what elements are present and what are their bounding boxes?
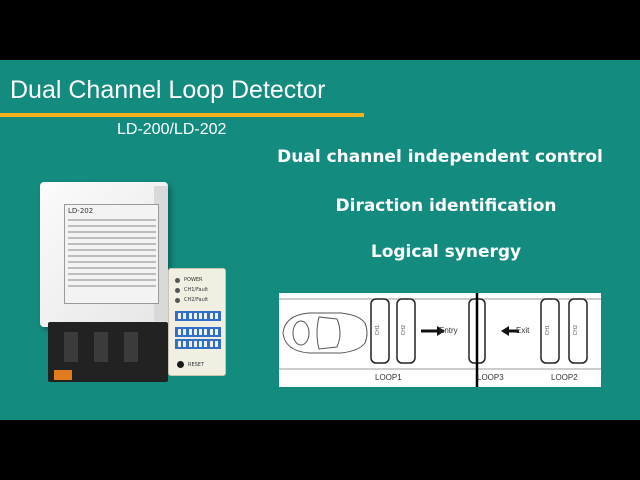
loop-diagram-svg [279, 293, 601, 387]
device-label-title: LD-202 [68, 207, 94, 215]
led-row-power: POWER [175, 277, 203, 283]
led-icon [175, 287, 180, 293]
reset-button-icon [177, 361, 184, 368]
base-rib [64, 332, 78, 362]
orange-terminal [54, 370, 72, 380]
device-label: LD-202 [64, 204, 159, 304]
feature-1: Dual channel independent control [277, 147, 603, 167]
device-label-lines [68, 219, 156, 291]
reset-row: RESET [177, 361, 204, 368]
loop-diagram: CH1 CH2 CH1 CH2 Entry Exit LOOP1 LOOP3 L… [279, 293, 601, 387]
car-icon [282, 312, 368, 354]
led-label: CH1/Fault [184, 287, 209, 293]
led-row-ch2: CH2/Fault [175, 297, 208, 303]
entry-label: Entry [439, 326, 458, 335]
exit-arrow-head [501, 326, 509, 336]
loop3-label: LOOP3 [477, 373, 504, 382]
led-icon [175, 297, 180, 303]
loop-detector-device-image: LD-202 POWER CH1/Fault CH2/Fault [34, 182, 234, 392]
slide: Dual Channel Loop Detector LD-200/LD-202… [0, 60, 640, 420]
led-label: POWER [184, 277, 203, 283]
base-rib [124, 332, 138, 362]
led-label: CH2/Fault [184, 297, 209, 303]
dip-switch-bank [175, 339, 221, 349]
led-icon [175, 277, 180, 283]
channel-label: CH2 [573, 324, 580, 336]
feature-2: Diraction identification [335, 196, 557, 216]
dip-switch-bank [175, 311, 221, 321]
loop1-label: LOOP1 [375, 373, 402, 382]
channel-label: CH2 [401, 324, 408, 336]
entry-arrow-head [437, 326, 445, 336]
loop2-coil-b [568, 298, 588, 364]
channel-label: CH1 [545, 324, 552, 336]
base-rib [94, 332, 108, 362]
feature-3: Logical synergy [370, 242, 522, 262]
model-number: LD-200/LD-202 [117, 121, 227, 138]
loop1-coil-b [396, 298, 416, 364]
loop1-coil-a [370, 298, 390, 364]
dip-switch-bank [175, 327, 221, 337]
channel-label: CH1 [375, 324, 382, 336]
title-underline [0, 113, 364, 117]
loop2-label: LOOP2 [551, 373, 578, 382]
device-front-panel: POWER CH1/Fault CH2/Fault RESET [168, 268, 226, 376]
loop2-coil-a [540, 298, 560, 364]
reset-label: RESET [188, 361, 205, 368]
exit-label: Exit [516, 326, 530, 335]
slide-title: Dual Channel Loop Detector [10, 76, 326, 104]
led-row-ch1: CH1/Fault [175, 287, 208, 293]
